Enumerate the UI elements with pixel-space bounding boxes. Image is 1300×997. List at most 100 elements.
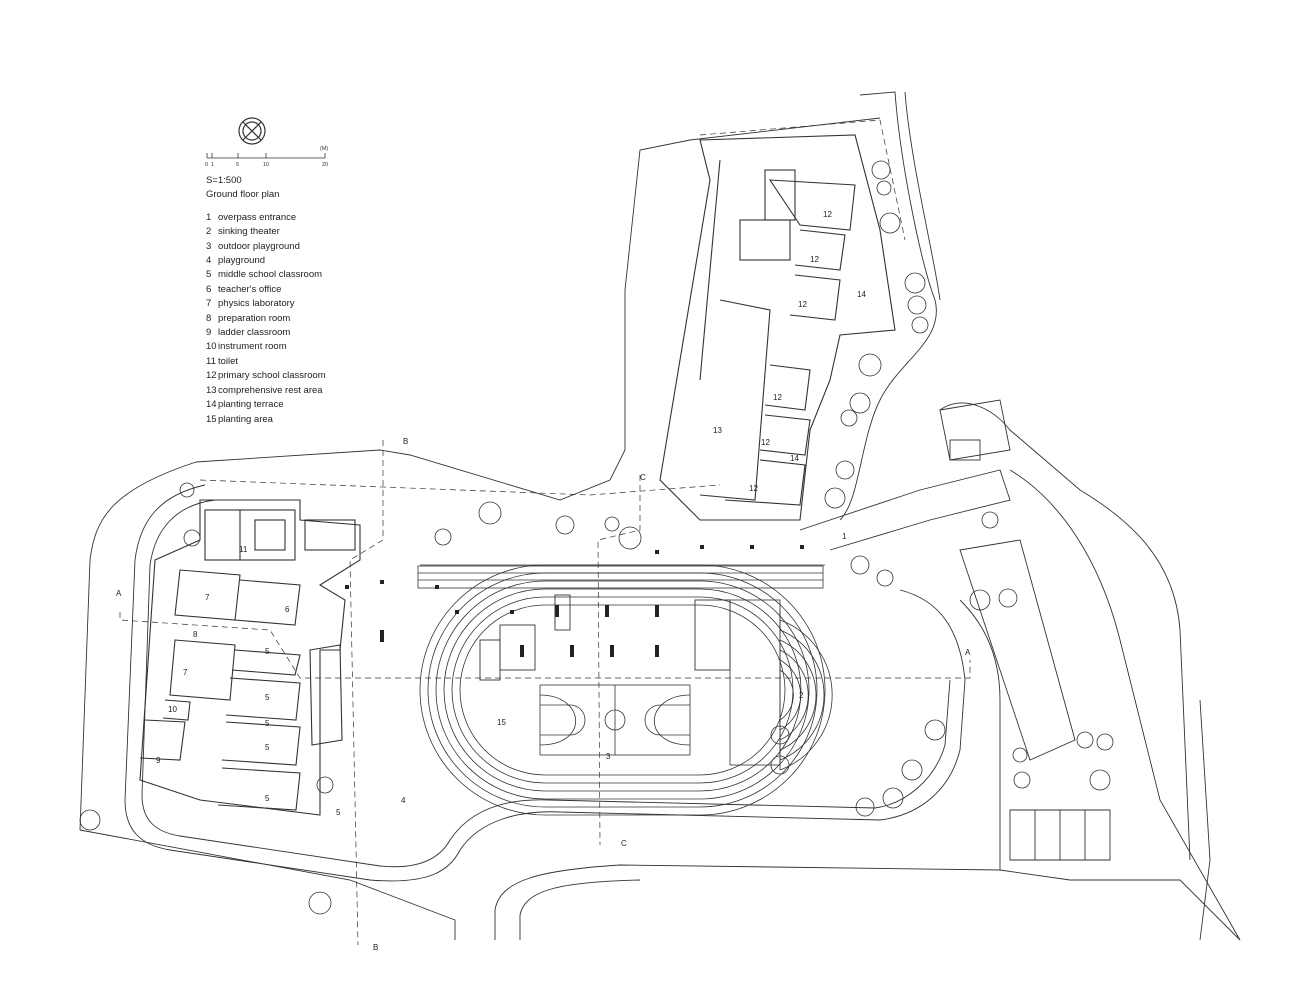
room-tag-5c: 5: [265, 743, 270, 752]
overpass: [799, 399, 1111, 861]
legend-num: 6: [206, 283, 212, 295]
trees: [79, 160, 1114, 915]
legend-num: 2: [206, 226, 212, 238]
room-tag-7b: 7: [183, 668, 188, 677]
running-track: [417, 564, 826, 816]
legend-num: 12: [206, 370, 217, 382]
room-tag-5b: 5: [265, 693, 270, 702]
scale-tick-20: 20: [322, 162, 328, 168]
room-tag-7a: 7: [205, 593, 210, 602]
room-tag-11: 11: [239, 545, 248, 554]
legend-item: 2 sinking theater: [206, 225, 326, 239]
room-tag-3: 3: [606, 752, 611, 761]
legend-item: 8 preparation room: [206, 312, 326, 326]
legend-label: sinking theater: [218, 226, 280, 238]
legend-label: planting terrace: [218, 399, 284, 411]
legend-num: 1: [206, 211, 212, 223]
room-tag-12b: 12: [810, 255, 819, 264]
column-grid: [345, 545, 804, 657]
section-mark-b-top: B: [403, 437, 408, 446]
legend-item: 3 outdoor playground: [206, 240, 326, 254]
northeast-building: [659, 134, 896, 521]
room-tag-6: 6: [285, 605, 290, 614]
scale-tick-5: 5: [236, 162, 239, 168]
room-tag-13: 13: [713, 426, 722, 435]
legend-num: 9: [206, 327, 212, 339]
ring-road: [124, 484, 966, 882]
legend-label: teacher's office: [218, 283, 282, 295]
legend-label: ladder classroom: [218, 327, 291, 339]
site-boundary: [79, 91, 1241, 941]
room-tag-12a: 12: [823, 210, 832, 219]
section-mark-a-left: A: [116, 589, 122, 598]
section-mark-c-top: C: [640, 473, 646, 482]
legend-label: middle school classroom: [218, 269, 323, 281]
legend-num: 15: [206, 413, 217, 425]
room-tag-12e: 12: [761, 438, 770, 447]
section-lines: [119, 119, 971, 946]
legend-num: 5: [206, 269, 212, 281]
room-tag-12d: 12: [773, 393, 782, 402]
room-tag-8: 8: [193, 630, 198, 639]
legend-item: 4 playground: [206, 254, 326, 268]
legend-item: 5 middle school classroom: [206, 268, 326, 282]
legend-num: 8: [206, 312, 212, 324]
legend-item: 9 ladder classroom: [206, 326, 326, 340]
legend-num: 13: [206, 384, 217, 396]
room-tag-1: 1: [842, 532, 847, 541]
room-tag-12f: 12: [749, 484, 758, 493]
room-tag-4: 4: [401, 796, 406, 805]
room-tag-14b: 14: [790, 454, 799, 463]
legend-label: outdoor playground: [218, 240, 300, 252]
legend-label: preparation room: [218, 312, 291, 324]
legend-label: comprehensive rest area: [218, 384, 323, 396]
section-mark-a-right: A: [965, 648, 971, 657]
room-tag-5e: 5: [265, 719, 270, 728]
legend-label: primary school classroom: [218, 370, 326, 382]
legend-label: instrument room: [218, 341, 287, 353]
legend-item: 7 physics laboratory: [206, 297, 326, 311]
legend-label: planting area: [218, 413, 273, 425]
room-tag-5a: 5: [265, 647, 270, 656]
scale-tick-0: 0: [205, 162, 208, 168]
sinking-theater: [729, 599, 833, 771]
plan-title: Ground floor plan: [206, 189, 280, 201]
scale-tick-10: 10: [263, 162, 269, 168]
scale-bar: [206, 153, 326, 159]
scale-unit: (M): [320, 146, 328, 152]
scale-text: S=1:500: [206, 175, 242, 186]
legend-label: toilet: [218, 355, 239, 367]
north-arrow-icon: [238, 117, 266, 145]
infield-structures: [479, 594, 731, 681]
legend-num: 11: [206, 355, 216, 367]
section-mark-c-bottom: C: [621, 839, 627, 848]
room-tag-5f: 5: [336, 808, 341, 817]
legend-num: 3: [206, 240, 212, 252]
room-tag-9: 9: [156, 756, 161, 765]
scale-tick-1: 1: [211, 162, 214, 168]
legend-label: physics laboratory: [218, 298, 295, 310]
room-tag-12c: 12: [798, 300, 807, 309]
room-tag-5d: 5: [265, 794, 270, 803]
room-tag-2: 2: [799, 691, 804, 700]
legend-item: 6 teacher's office: [206, 283, 326, 297]
legend-num: 10: [206, 341, 217, 353]
legend-num: 14: [206, 399, 217, 411]
legend-num: 4: [206, 255, 212, 267]
room-tag-14a: 14: [857, 290, 866, 299]
west-building: [139, 499, 361, 816]
section-mark-b-bottom: B: [373, 943, 378, 952]
room-tag-10: 10: [168, 705, 177, 714]
legend-label: playground: [218, 255, 266, 267]
room-tag-15: 15: [497, 718, 506, 727]
legend-num: 7: [206, 298, 212, 310]
